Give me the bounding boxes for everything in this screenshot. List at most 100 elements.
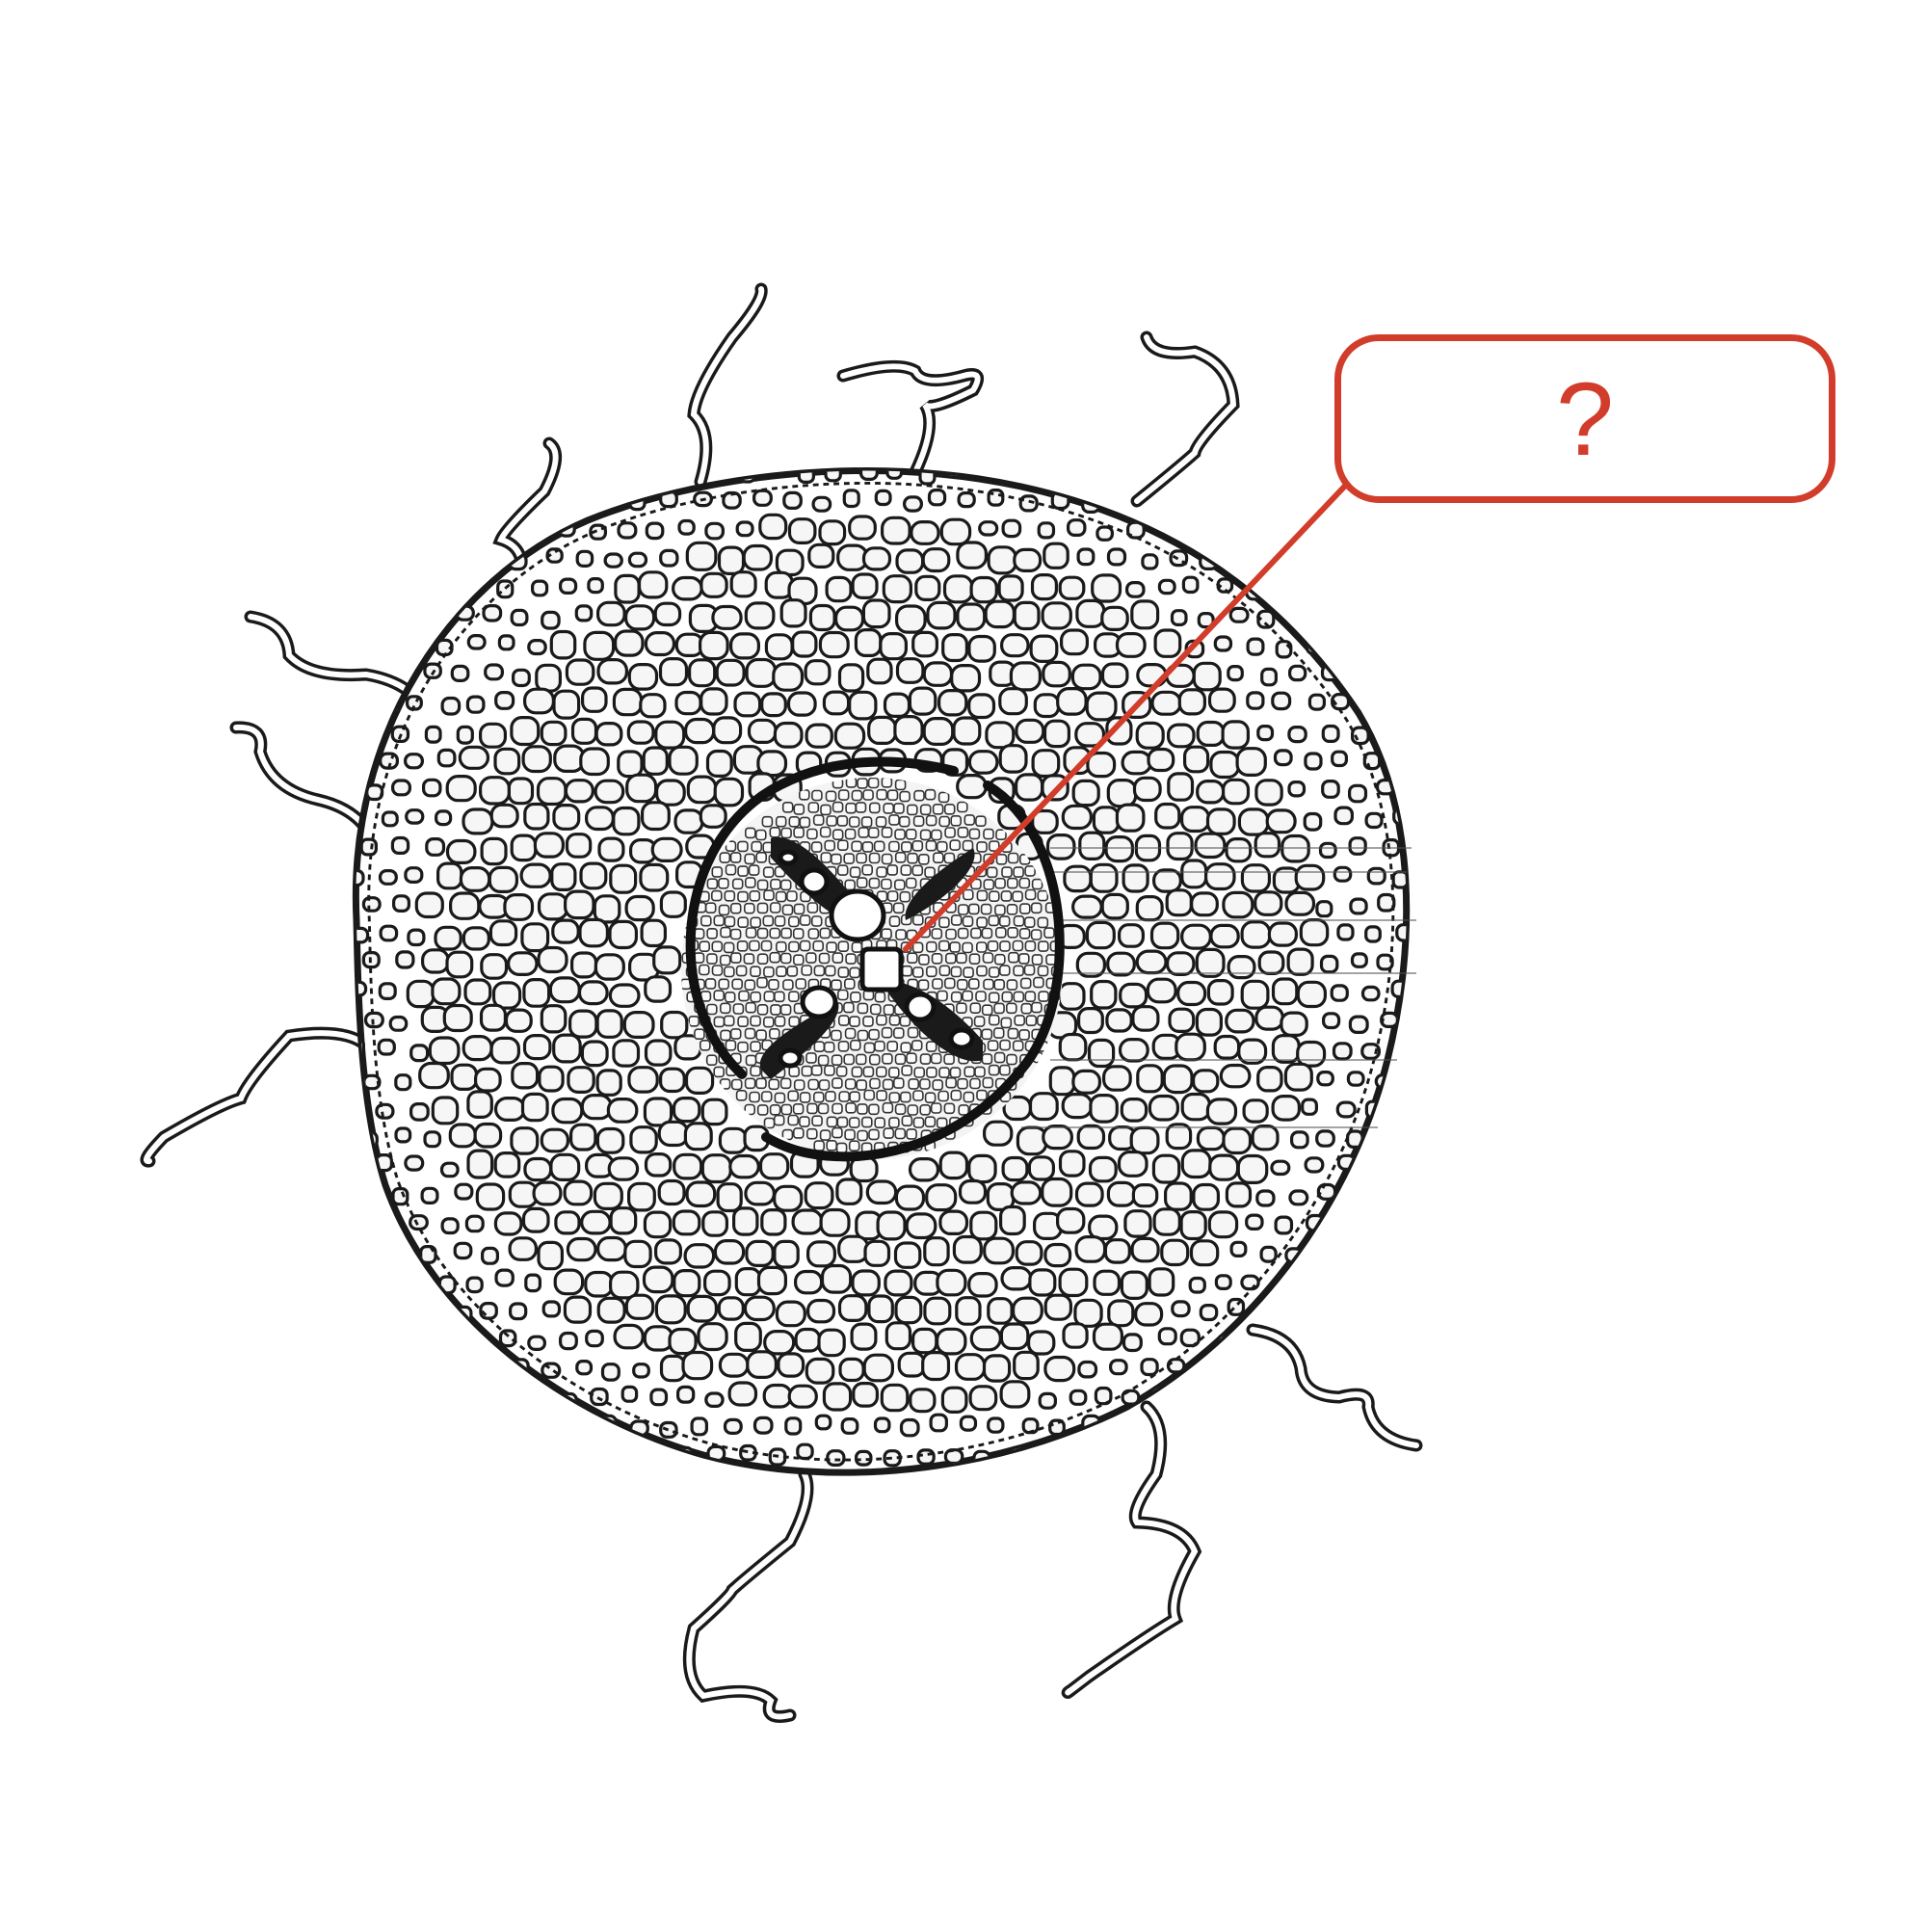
parenchyma-cell bbox=[957, 491, 976, 509]
parenchyma-cell bbox=[1389, 1449, 1407, 1467]
parenchyma-cell bbox=[1166, 723, 1196, 749]
parenchyma-cell bbox=[1106, 778, 1138, 808]
stele-cell bbox=[779, 1004, 792, 1016]
stele-cell bbox=[962, 990, 973, 1002]
parenchyma-cell bbox=[1124, 580, 1146, 598]
parenchyma-cell bbox=[744, 601, 776, 630]
parenchyma-cell bbox=[1015, 718, 1045, 744]
parenchyma-cell bbox=[615, 470, 633, 483]
parenchyma-cell bbox=[563, 889, 595, 920]
parenchyma-cell bbox=[1284, 890, 1316, 916]
stele-cell bbox=[756, 1104, 769, 1116]
parenchyma-cell bbox=[1392, 519, 1407, 538]
parenchyma-cell bbox=[1350, 551, 1368, 569]
parenchyma-cell bbox=[1196, 720, 1226, 747]
stele-cell bbox=[894, 829, 906, 840]
stele-cell bbox=[919, 1104, 932, 1116]
parenchyma-cell bbox=[1215, 522, 1234, 539]
stele-cell bbox=[711, 965, 724, 976]
parenchyma-cell bbox=[1100, 662, 1129, 689]
parenchyma-cell bbox=[1186, 522, 1206, 541]
parenchyma-cell bbox=[672, 1096, 701, 1124]
parenchyma-cell bbox=[673, 1152, 703, 1180]
parenchyma-cell bbox=[1405, 1305, 1407, 1322]
parenchyma-cell bbox=[644, 975, 673, 1003]
stele-cell bbox=[998, 915, 1011, 927]
stele-cell bbox=[938, 916, 950, 929]
stele-cell bbox=[719, 1002, 731, 1015]
parenchyma-cell bbox=[1299, 917, 1330, 947]
parenchyma-cell bbox=[439, 1161, 460, 1178]
parenchyma-cell bbox=[1242, 470, 1263, 482]
parenchyma-cell bbox=[894, 1184, 926, 1211]
parenchyma-cell bbox=[622, 1010, 655, 1039]
stele-cell bbox=[819, 1129, 832, 1141]
stele-cell bbox=[924, 1116, 937, 1127]
parenchyma-cell bbox=[1441, 665, 1458, 681]
stele-cell bbox=[1023, 964, 1036, 976]
parenchyma-cell bbox=[356, 1215, 365, 1234]
parenchyma-cell bbox=[488, 865, 518, 894]
parenchyma-cell bbox=[1330, 520, 1350, 541]
parenchyma-cell bbox=[1439, 1306, 1456, 1322]
parenchyma-cell bbox=[322, 524, 338, 541]
stele-cell bbox=[918, 954, 930, 966]
parenchyma-cell bbox=[840, 1416, 859, 1435]
parenchyma-cell bbox=[850, 1322, 878, 1351]
parenchyma-cell bbox=[664, 1480, 679, 1495]
parenchyma-cell bbox=[356, 470, 370, 482]
parenchyma-cell bbox=[700, 1098, 728, 1126]
parenchyma-cell bbox=[1209, 923, 1240, 949]
parenchyma-cell bbox=[929, 1413, 948, 1433]
parenchyma-cell bbox=[1197, 611, 1215, 629]
parenchyma-cell bbox=[635, 1481, 652, 1495]
stele-cell bbox=[945, 1076, 957, 1089]
stele-cell bbox=[832, 1126, 843, 1139]
parenchyma-cell bbox=[1319, 954, 1339, 974]
parenchyma-cell bbox=[956, 602, 987, 631]
parenchyma-cell bbox=[320, 1274, 337, 1288]
stele-cell bbox=[724, 992, 736, 1003]
stele-cell bbox=[826, 1140, 838, 1151]
parenchyma-cell bbox=[574, 604, 594, 622]
parenchyma-cell bbox=[379, 924, 399, 942]
parenchyma-cell bbox=[406, 979, 436, 1009]
parenchyma-cell bbox=[523, 1156, 553, 1182]
stele-cell bbox=[887, 1067, 900, 1078]
parenchyma-cell bbox=[1422, 1332, 1438, 1347]
parenchyma-cell bbox=[717, 545, 746, 575]
stele-cell bbox=[811, 1115, 823, 1126]
parenchyma-cell bbox=[1364, 811, 1384, 830]
stele-cell bbox=[730, 1078, 743, 1091]
stele-cell bbox=[886, 890, 899, 902]
parenchyma-cell bbox=[1285, 604, 1307, 622]
parenchyma-cell bbox=[377, 578, 396, 595]
stele-cell bbox=[876, 1090, 887, 1101]
parenchyma-cell bbox=[323, 464, 337, 479]
stele-cell bbox=[912, 1117, 925, 1128]
parenchyma-cell bbox=[902, 495, 923, 513]
stele-cell bbox=[943, 852, 956, 864]
stele-cell bbox=[969, 1077, 981, 1090]
parenchyma-cell bbox=[612, 687, 644, 717]
parenchyma-cell bbox=[1406, 1245, 1407, 1264]
stele-cell bbox=[981, 1053, 993, 1065]
parenchyma-cell bbox=[729, 570, 757, 598]
parenchyma-cell bbox=[1277, 1449, 1297, 1467]
stele-cell bbox=[1025, 1015, 1038, 1026]
parenchyma-cell bbox=[1227, 664, 1244, 682]
parenchyma-cell bbox=[1182, 745, 1210, 774]
parenchyma-cell bbox=[1058, 1032, 1088, 1062]
parenchyma-cell bbox=[861, 546, 892, 571]
stele-cell bbox=[892, 1027, 905, 1039]
stele-cell bbox=[756, 1004, 769, 1016]
stele-cell bbox=[982, 952, 994, 964]
parenchyma-cell bbox=[1192, 661, 1222, 692]
parenchyma-cell bbox=[1180, 1092, 1211, 1122]
stele-cell bbox=[857, 778, 868, 789]
parenchyma-cell bbox=[577, 980, 609, 1006]
parenchyma-cell bbox=[1255, 1189, 1276, 1207]
parenchyma-cell bbox=[1010, 1180, 1043, 1205]
stele-cell bbox=[1013, 914, 1025, 927]
stele-cell bbox=[756, 976, 768, 989]
